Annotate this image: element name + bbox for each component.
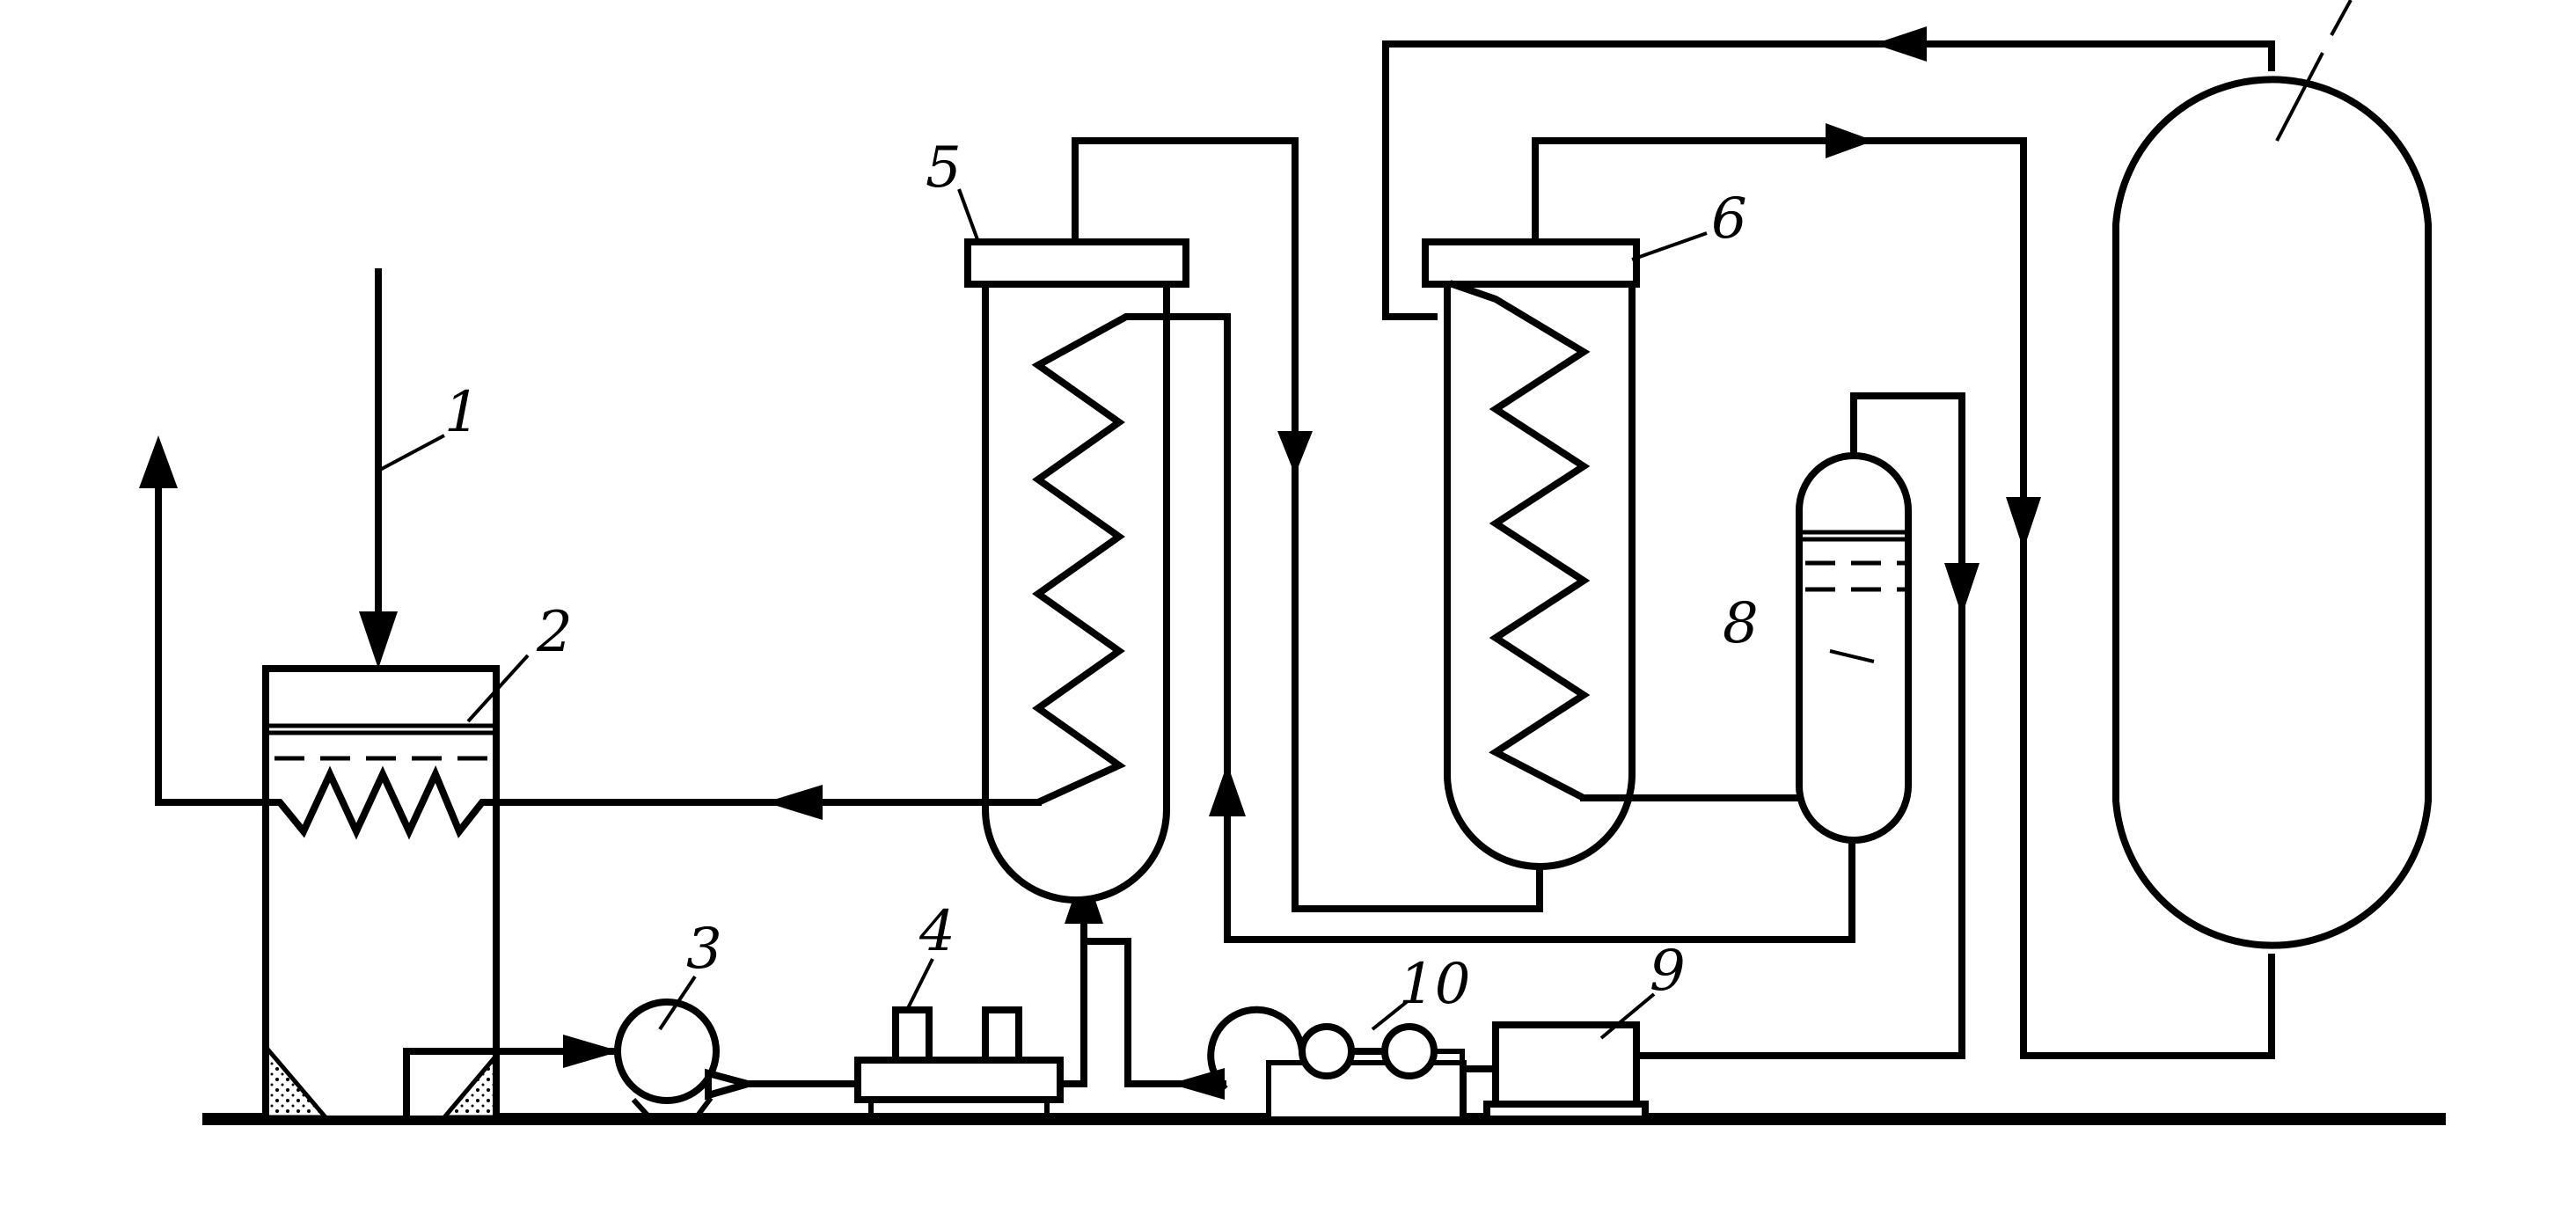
heat-exchanger-6 [1422, 238, 1640, 870]
outlet-arrow-up [139, 435, 178, 488]
label-8: 8 [1723, 591, 1759, 656]
label-1: 1 [444, 380, 480, 445]
pump-3 [614, 999, 761, 1122]
label-2: 2 [536, 600, 573, 665]
feed-1-arrow-down [359, 611, 398, 669]
filter-4 [854, 1006, 1064, 1119]
label-10: 10 [1399, 952, 1470, 1017]
heat-exchanger-5 [964, 238, 1227, 903]
label-9: 9 [1650, 939, 1686, 1004]
receiver-7 [2112, 76, 2432, 949]
compressor-10 [1266, 1023, 1467, 1122]
unit-9 [1483, 1021, 1649, 1123]
label-4: 4 [918, 899, 955, 964]
label-6: 6 [1711, 187, 1747, 252]
label-3: 3 [686, 917, 722, 982]
tank-2 [158, 665, 792, 1123]
label-5: 5 [926, 135, 962, 201]
separator-8 [1796, 452, 1912, 844]
